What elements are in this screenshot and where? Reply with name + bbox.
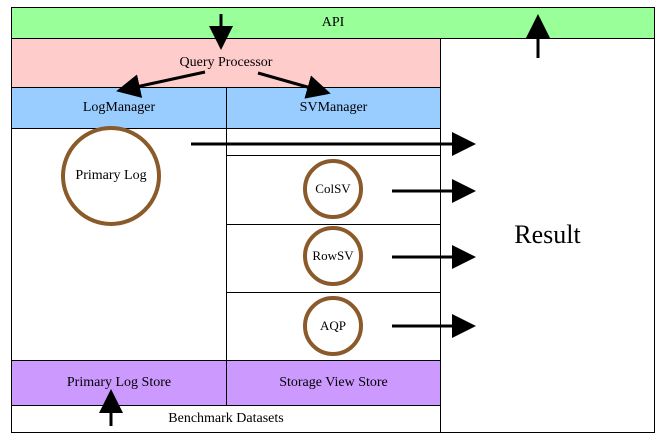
primary-log-store-label: Primary Log Store xyxy=(66,375,172,390)
log-manager-label: LogManager xyxy=(82,100,156,115)
query-to-sv-manager-arrow xyxy=(257,71,331,99)
rowsv-node: RowSV xyxy=(303,226,363,286)
benchmark-datasets-label: Benchmark Datasets xyxy=(168,411,284,426)
colsv-node: ColSV xyxy=(303,159,363,219)
query-to-log-manager-arrow xyxy=(116,70,206,98)
aqp-label: AQP xyxy=(319,318,346,333)
benchmark-datasets-layer: Benchmark Datasets xyxy=(11,405,441,433)
storage-view-store-layer: Storage View Store xyxy=(226,360,441,406)
aqp-node: AQP xyxy=(303,296,363,356)
storage-view-store-label: Storage View Store xyxy=(279,375,388,390)
colsv-label: ColSV xyxy=(315,181,351,196)
api-label: API xyxy=(321,15,345,30)
query-processor-label: Query Processor xyxy=(179,55,273,70)
result-label: Result xyxy=(514,220,581,249)
primary-log-store-layer: Primary Log Store xyxy=(11,360,227,406)
sv-manager-label: SVManager xyxy=(299,100,368,115)
primary-log-node: Primary Log xyxy=(61,126,161,226)
primary-log-label: Primary Log xyxy=(75,168,147,183)
rowsv-label: RowSV xyxy=(312,248,354,263)
